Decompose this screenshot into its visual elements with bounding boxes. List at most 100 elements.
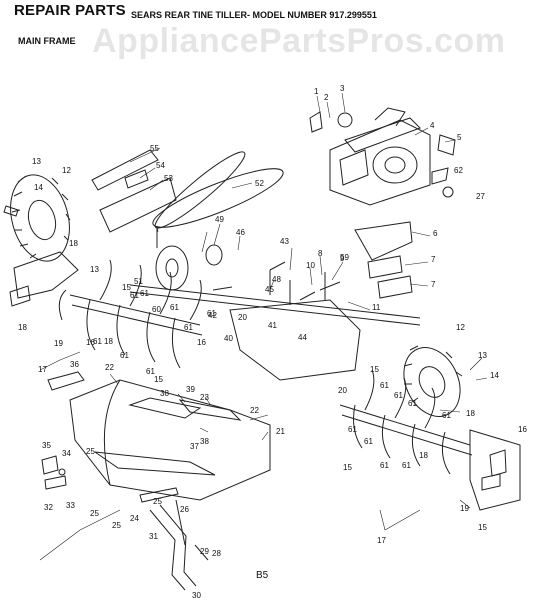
callout-14b: 14 — [490, 371, 499, 380]
right-tine-assembly — [339, 369, 473, 475]
callout-18a: 18 — [69, 239, 78, 248]
callout-7a: 7 — [431, 255, 436, 264]
callout-labels: 1 2 3 4 5 6 7 7 8 9 10 11 12 12 13 13 13… — [18, 84, 527, 600]
callout-25b: 25 — [90, 509, 99, 518]
callout-20a: 20 — [238, 313, 247, 322]
callout-28: 28 — [212, 549, 221, 558]
callout-61f: 61 — [170, 303, 179, 312]
callout-13c: 13 — [478, 351, 487, 360]
callout-11: 11 — [372, 303, 381, 312]
page-title: REPAIR PARTS — [14, 2, 126, 19]
left-wheel-drawing — [3, 174, 71, 262]
callout-34: 34 — [62, 449, 71, 458]
callout-26: 26 — [180, 505, 189, 514]
callout-61a: 61 — [130, 291, 139, 300]
callout-61m: 61 — [364, 437, 373, 446]
callout-30: 30 — [192, 591, 201, 600]
callout-25c: 25 — [112, 521, 121, 530]
callout-25d: 25 — [153, 497, 162, 506]
callout-62: 62 — [454, 166, 463, 175]
callout-46: 46 — [236, 228, 245, 237]
callout-13a: 13 — [32, 157, 41, 166]
model-number: SEARS REAR TINE TILLER- MODEL NUMBER 917… — [131, 10, 377, 20]
callout-22b: 22 — [250, 406, 259, 415]
watermark: AppliancePartsPros.com — [92, 22, 506, 60]
callout-13b: 13 — [90, 265, 99, 274]
callout-61l: 61 — [348, 425, 357, 434]
callout-38a: 38 — [160, 389, 169, 398]
callout-43: 43 — [280, 237, 289, 246]
callout-18e: 18 — [466, 409, 475, 418]
callout-1: 1 — [314, 87, 319, 96]
section-title: MAIN FRAME — [18, 36, 76, 46]
callout-18d: 18 — [419, 451, 428, 460]
callout-51: 51 — [134, 277, 143, 286]
callout-20b: 20 — [338, 386, 347, 395]
callout-61d: 61 — [120, 351, 129, 360]
callout-16a: 16 — [86, 338, 95, 347]
callout-21: 21 — [276, 427, 285, 436]
callout-61o: 61 — [402, 461, 411, 470]
callout-55: 55 — [150, 144, 159, 153]
callout-59: 59 — [340, 253, 349, 262]
callout-14a: 14 — [34, 183, 43, 192]
callout-6: 6 — [433, 229, 438, 238]
callout-41: 41 — [268, 321, 277, 330]
callout-17b: 17 — [377, 536, 386, 545]
callout-33: 33 — [66, 501, 75, 510]
callout-61n: 61 — [380, 461, 389, 470]
callout-3: 3 — [340, 84, 345, 93]
left-tine-assembly — [58, 259, 203, 369]
tine-hood-drawing — [47, 371, 271, 501]
callout-52: 52 — [255, 179, 264, 188]
callout-12a: 12 — [62, 166, 71, 175]
transmission-housing — [229, 299, 361, 381]
callout-61e: 61 — [146, 367, 155, 376]
callout-9: 9 — [340, 254, 345, 263]
callout-15a: 15 — [122, 283, 131, 292]
callout-5: 5 — [457, 133, 462, 142]
callout-53: 53 — [164, 174, 173, 183]
callout-19a: 19 — [54, 339, 63, 348]
callout-61i: 61 — [380, 381, 389, 390]
callout-36: 36 — [70, 360, 79, 369]
callout-45: 45 — [265, 285, 274, 294]
callout-61g: 61 — [184, 323, 193, 332]
callout-61j: 61 — [394, 391, 403, 400]
right-wheel-drawing — [403, 345, 463, 417]
callout-7b: 7 — [431, 280, 436, 289]
callout-12b: 12 — [456, 323, 465, 332]
callout-25a: 25 — [86, 447, 95, 456]
callout-40: 40 — [224, 334, 233, 343]
callout-10: 10 — [306, 261, 315, 270]
callout-54: 54 — [156, 161, 165, 170]
callout-61c: 61 — [93, 337, 102, 346]
callout-16c: 16 — [518, 425, 527, 434]
callout-2: 2 — [324, 93, 329, 102]
callout-15e: 15 — [478, 523, 487, 532]
callout-48: 48 — [272, 275, 281, 284]
callout-61k: 61 — [408, 399, 417, 408]
callout-49: 49 — [215, 215, 224, 224]
callout-42: 42 — [208, 311, 217, 320]
belt-guard-drawing — [154, 151, 246, 229]
callout-22a: 22 — [105, 363, 114, 372]
callout-17a: 17 — [38, 365, 47, 374]
callout-38b: 38 — [200, 437, 209, 446]
callout-61p: 61 — [442, 411, 451, 420]
callout-18c: 18 — [104, 337, 113, 346]
callout-24: 24 — [130, 514, 139, 523]
callout-15c: 15 — [370, 365, 379, 374]
callout-60: 60 — [152, 305, 161, 314]
callout-15d: 15 — [343, 463, 352, 472]
callout-16b: 16 — [197, 338, 206, 347]
engine-drawing — [309, 107, 456, 206]
callout-35: 35 — [42, 441, 51, 450]
callout-37: 37 — [190, 442, 199, 451]
callout-15b: 15 — [154, 375, 163, 384]
callout-4: 4 — [430, 121, 435, 130]
callout-31: 31 — [149, 532, 158, 541]
callout-27: 27 — [476, 192, 485, 201]
callout-39: 39 — [186, 385, 195, 394]
callout-23: 23 — [200, 393, 209, 402]
